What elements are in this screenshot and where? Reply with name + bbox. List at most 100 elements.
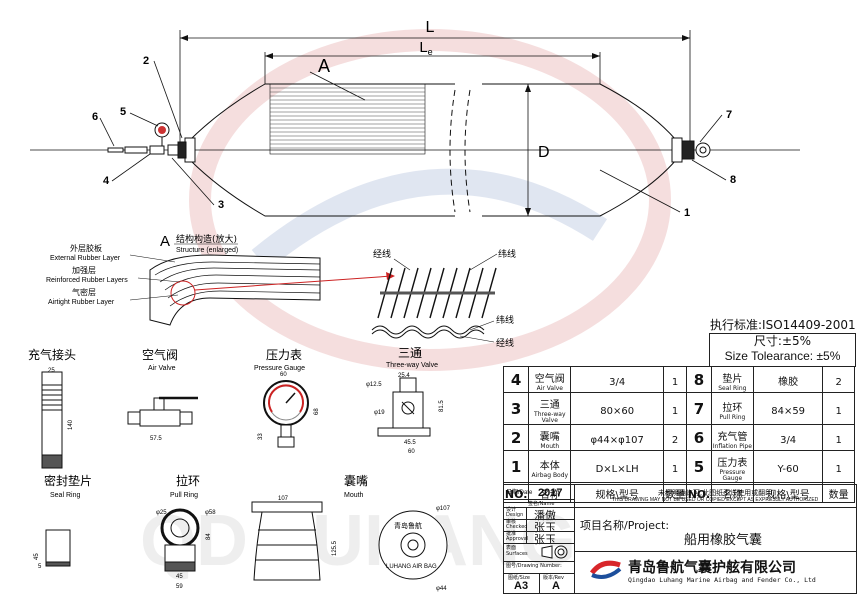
bom-cell-text: 5 [693, 458, 705, 476]
bom-cell-subtext: Mouth [540, 443, 560, 450]
weave-warp-label: 经线 [373, 248, 391, 260]
bom-cell-text: 1 [510, 458, 522, 476]
bom-cell-subtext: Airbag Body [531, 472, 569, 479]
pull-ring-drawing [160, 508, 200, 572]
bom-cell-text: 1 [835, 435, 842, 446]
year-value: 2017 [538, 487, 563, 499]
pull-dim-d1: φ25 [156, 510, 167, 516]
bom-cell-text: 3/4 [609, 377, 626, 388]
structure-marker: A [160, 233, 170, 250]
bom-cell-text: 压力表 [717, 458, 748, 469]
date-label: 日期/Date [506, 490, 533, 496]
bom-cell-text: 1 [835, 406, 842, 417]
weave-weft-label: 纬线 [498, 248, 516, 260]
bom-cell-text: 拉环 [722, 403, 743, 414]
bom-header-text: 名称 [539, 490, 560, 501]
bom-cell: 84×59 [752, 392, 824, 425]
gauge-dim-h2: 33 [258, 433, 264, 440]
three-way-drawing [377, 377, 431, 437]
company-name-cn: 青岛鲁航气囊护舷有限公司 [628, 560, 796, 576]
bom-header-text: 规格\型号 [766, 490, 810, 501]
bom-cell: 5 [686, 450, 712, 483]
callout-5: 5 [120, 106, 126, 118]
design-label: 设计 Design [506, 507, 524, 518]
structure-detail: A 结构构造(放大) Structure (enlarged) 外层胶板 Ext… [46, 233, 395, 326]
mouth-face-drawing [378, 510, 448, 580]
tolerance-cn: 尺寸:±5% [753, 334, 812, 348]
gauge-dim-h: 68 [314, 408, 320, 415]
bom-cell-text: D×L×LH [595, 464, 639, 475]
tw-dim-w2: 60 [408, 449, 415, 455]
bom-cell: 3 [502, 392, 530, 425]
bom-cell-text: 本体 [539, 461, 560, 472]
sign-label: 签名/Name [528, 501, 555, 507]
pull-dim-h: 84 [206, 533, 212, 540]
pull-ring-title: 拉环 [176, 473, 200, 488]
mouth-side-drawing [251, 501, 323, 581]
layer-1-en: External Rubber Layer [50, 255, 121, 262]
left-fittings [107, 122, 196, 163]
bom-header-text: 名称 [722, 490, 743, 501]
bom-cell-text: 2 [510, 429, 522, 447]
bom-cell-text: 4 [510, 371, 522, 389]
seal-dim-h2: 5 [38, 564, 42, 570]
approver-name: 张玉 [534, 533, 556, 546]
bom-cell: 1 [502, 450, 530, 483]
bom-cell-text: Y-60 [777, 464, 799, 475]
bom-header-cell: 规格\型号 [752, 482, 824, 503]
bom-cell-text: 三通 [539, 400, 560, 411]
dim-D: D [538, 144, 550, 161]
gauge-title-en: Pressure Gauge [254, 365, 305, 372]
tw-dim-top: 25.4 [398, 373, 410, 379]
air-valve-drawing [127, 396, 198, 427]
bom-cell: 2 [662, 424, 688, 451]
tw-dim-w1: 45.5 [404, 440, 416, 446]
bom-cell-text: 7 [693, 400, 705, 418]
valve-dim-w: 57.5 [150, 436, 162, 442]
bom-cell: D×L×LH [570, 450, 664, 483]
weave-detail [371, 267, 497, 339]
bom-cell-text: 84×59 [771, 406, 806, 417]
bom-cell: 80×60 [570, 392, 664, 425]
pull-ring-title-en: Pull Ring [170, 492, 198, 499]
pull-dim-w1: 45 [176, 574, 183, 580]
bom-cell-text: 1 [671, 377, 679, 388]
weave-warp2-label: 经线 [496, 337, 514, 349]
bom-cell: 4 [502, 366, 530, 393]
seal-ring-drawing [45, 529, 71, 567]
bom-cell-text: 空气阀 [534, 374, 565, 385]
layer-3-cn: 气密层 [72, 287, 96, 297]
layer-2-cn: 加强层 [72, 265, 96, 275]
surfaces-label: 表面 Surfaces [506, 545, 528, 557]
dim-Le: Le [419, 39, 432, 57]
bom-cell-text: 8 [693, 371, 705, 389]
bom-header-cell: NO. [686, 482, 712, 503]
checker-name: 张玉 [534, 521, 556, 534]
callout-6: 6 [92, 111, 98, 123]
company-logo-icon [589, 560, 622, 579]
callout-4: 4 [103, 175, 110, 187]
layer-3-en: Airtight Rubber Layer [48, 299, 115, 306]
joint-dim-h: 140 [68, 419, 74, 430]
structure-title: 结构构造(放大) [176, 233, 237, 245]
bom-cell: 7 [686, 392, 712, 425]
right-fittings [671, 137, 711, 163]
tw-dim-d2: φ19 [374, 410, 385, 416]
dim-L: L [426, 19, 435, 36]
bom-header-text: 数量 [665, 490, 686, 501]
mouth-dim-d: φ107 [436, 506, 451, 512]
notice-en: THIS DRAWING MAY NOT BE USED OR COPIED E… [611, 497, 819, 503]
bom-header-cell: 数量 [662, 482, 688, 503]
bom-cell: Y-60 [752, 450, 824, 483]
air-valve-title: 空气阀 [142, 347, 178, 362]
bom-cell: 6 [686, 424, 712, 451]
bom-cell: 橡胶 [752, 366, 824, 393]
